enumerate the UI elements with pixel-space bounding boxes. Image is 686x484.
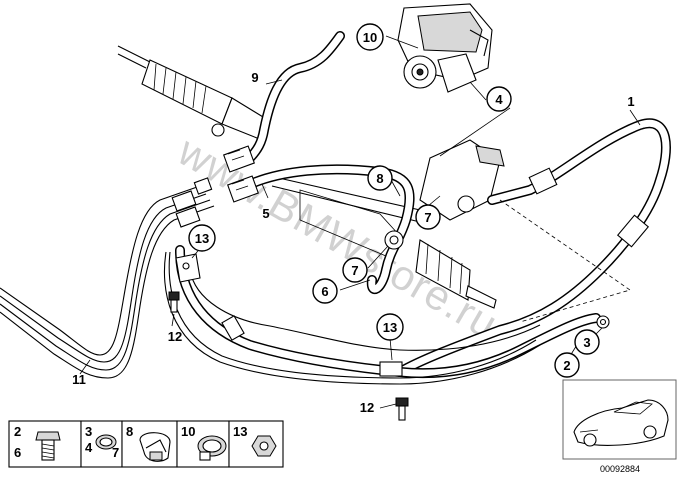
callout-7-right: 7	[415, 204, 441, 230]
bracket	[175, 253, 201, 283]
nut-icon	[251, 435, 277, 457]
seal-ring-icon	[95, 434, 117, 450]
svg-text:2: 2	[563, 358, 570, 373]
callout-4: 4	[486, 86, 512, 112]
callout-5: 5	[262, 206, 269, 221]
callout-11: 11	[72, 372, 86, 387]
svg-text:12: 12	[360, 400, 374, 415]
hose-clamp-icon	[197, 435, 227, 461]
return-lines	[163, 245, 601, 385]
callout-2: 2	[554, 352, 580, 378]
hose-8	[241, 164, 415, 295]
callout-3: 3	[574, 329, 600, 355]
svg-text:1: 1	[627, 94, 634, 109]
svg-text:13: 13	[195, 231, 209, 246]
callout-10: 10	[356, 23, 384, 51]
svg-text:2: 2	[14, 424, 21, 439]
callout-9: 9	[251, 70, 258, 85]
steering-rack-upper	[117, 45, 269, 141]
svg-text:7: 7	[112, 445, 119, 460]
svg-text:7: 7	[424, 210, 431, 225]
callout-13-left: 13	[188, 224, 216, 252]
svg-text:4: 4	[495, 92, 503, 107]
feed-hose-1	[395, 118, 671, 377]
svg-text:10: 10	[363, 30, 377, 45]
callout-8: 8	[367, 165, 393, 191]
leader-lines	[79, 35, 641, 409]
parts-legend: 2 6 3 4 7 8 10 13	[8, 420, 284, 468]
svg-text:9: 9	[251, 70, 258, 85]
suction-hose-9	[243, 31, 345, 165]
callout-12-lower: 12	[360, 400, 374, 415]
power-steering-pump	[397, 3, 493, 93]
svg-text:10: 10	[181, 424, 195, 439]
svg-text:12: 12	[168, 329, 182, 344]
banjo-fitting	[596, 315, 610, 329]
image-code: 00092884	[600, 464, 640, 474]
vehicle-thumbnail	[562, 379, 677, 460]
bolt-icon	[35, 431, 61, 461]
svg-text:6: 6	[14, 445, 21, 460]
svg-text:13: 13	[383, 320, 397, 335]
callout-13-lower: 13	[376, 313, 404, 341]
svg-text:7: 7	[351, 263, 358, 278]
screw-12-left	[168, 291, 180, 313]
svg-text:3: 3	[583, 335, 590, 350]
callout-12-left: 12	[168, 329, 182, 344]
svg-text:6: 6	[321, 284, 328, 299]
svg-text:13: 13	[233, 424, 247, 439]
hose-connectors-5	[223, 145, 259, 203]
callout-1: 1	[627, 94, 634, 109]
hose-clip-icon	[139, 432, 171, 462]
svg-text:3: 3	[85, 424, 92, 439]
callout-6: 6	[312, 278, 338, 304]
svg-text:8: 8	[126, 424, 133, 439]
svg-text:4: 4	[85, 440, 93, 455]
svg-text:11: 11	[72, 372, 86, 387]
screw-12-lower	[395, 397, 409, 421]
svg-text:8: 8	[376, 171, 383, 186]
svg-text:5: 5	[262, 206, 269, 221]
callout-7-lower: 7	[342, 257, 368, 283]
